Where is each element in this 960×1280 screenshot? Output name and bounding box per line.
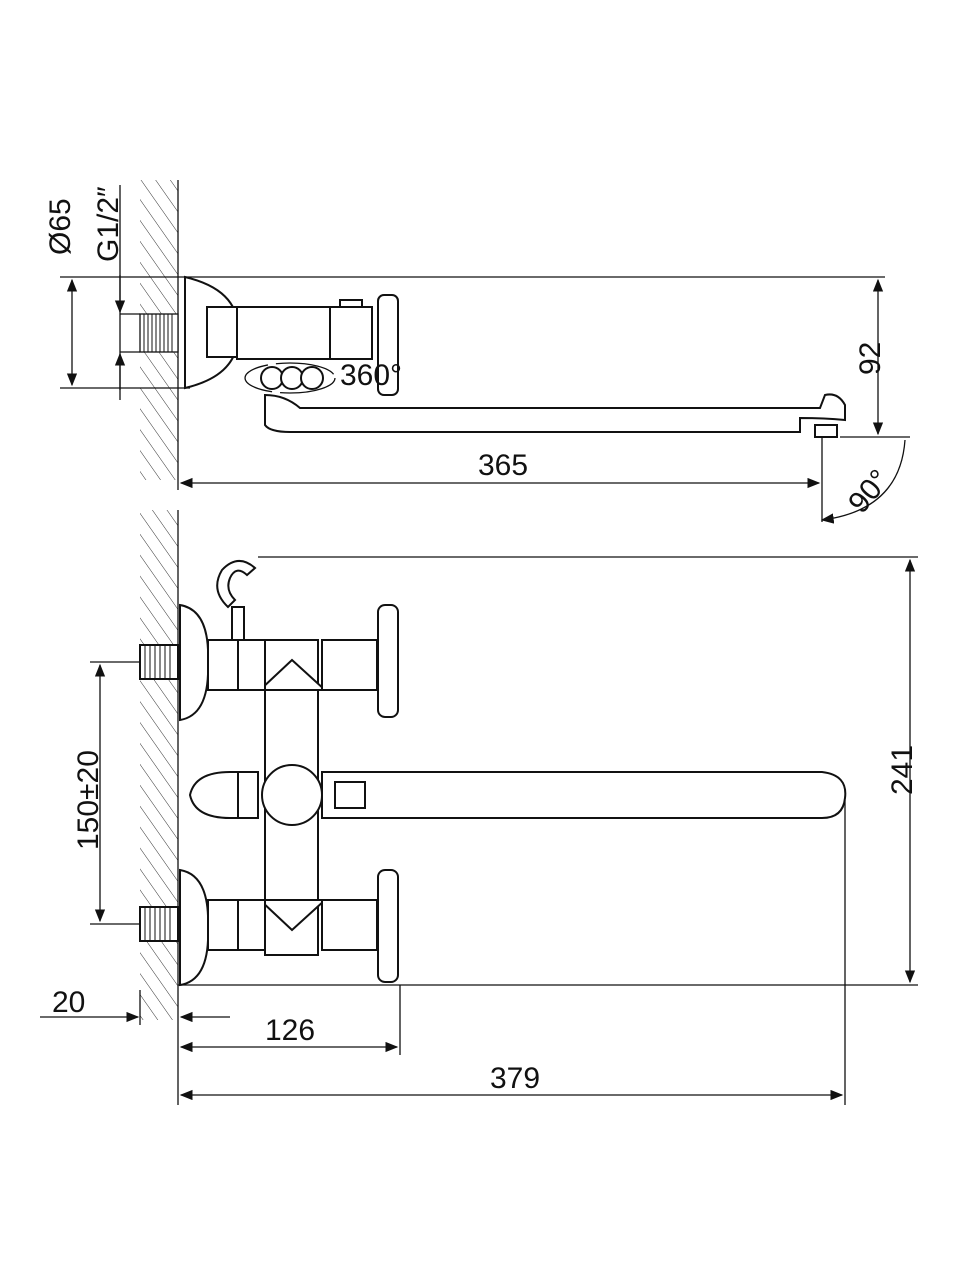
handle-reach-label: 126 xyxy=(265,1014,315,1047)
reach-label: 365 xyxy=(478,449,528,482)
wall-offset-label: 20 xyxy=(52,986,85,1019)
thread-label: G1/2″ xyxy=(92,186,125,262)
wall-hatch xyxy=(140,510,178,1020)
spout xyxy=(321,771,847,819)
diameter-label: Ø65 xyxy=(44,198,77,255)
side-view: 360° Ø65 G1/2″ 92 365 90° xyxy=(44,180,910,524)
total-height-label: 241 xyxy=(886,745,919,795)
upper-handle[interactable] xyxy=(377,604,399,718)
total-reach-label: 379 xyxy=(490,1062,540,1095)
rotation-label: 360° xyxy=(340,359,402,392)
height-label: 92 xyxy=(854,342,887,375)
valve-body xyxy=(236,306,331,360)
center-distance-label: 150±20 xyxy=(72,750,105,850)
spout xyxy=(264,393,846,433)
handle[interactable] xyxy=(377,294,399,396)
angle-label: 90° xyxy=(842,464,896,520)
angle-arc xyxy=(820,439,906,524)
front-view: 241 150±20 xyxy=(40,510,919,1105)
lower-handle[interactable] xyxy=(377,869,399,983)
